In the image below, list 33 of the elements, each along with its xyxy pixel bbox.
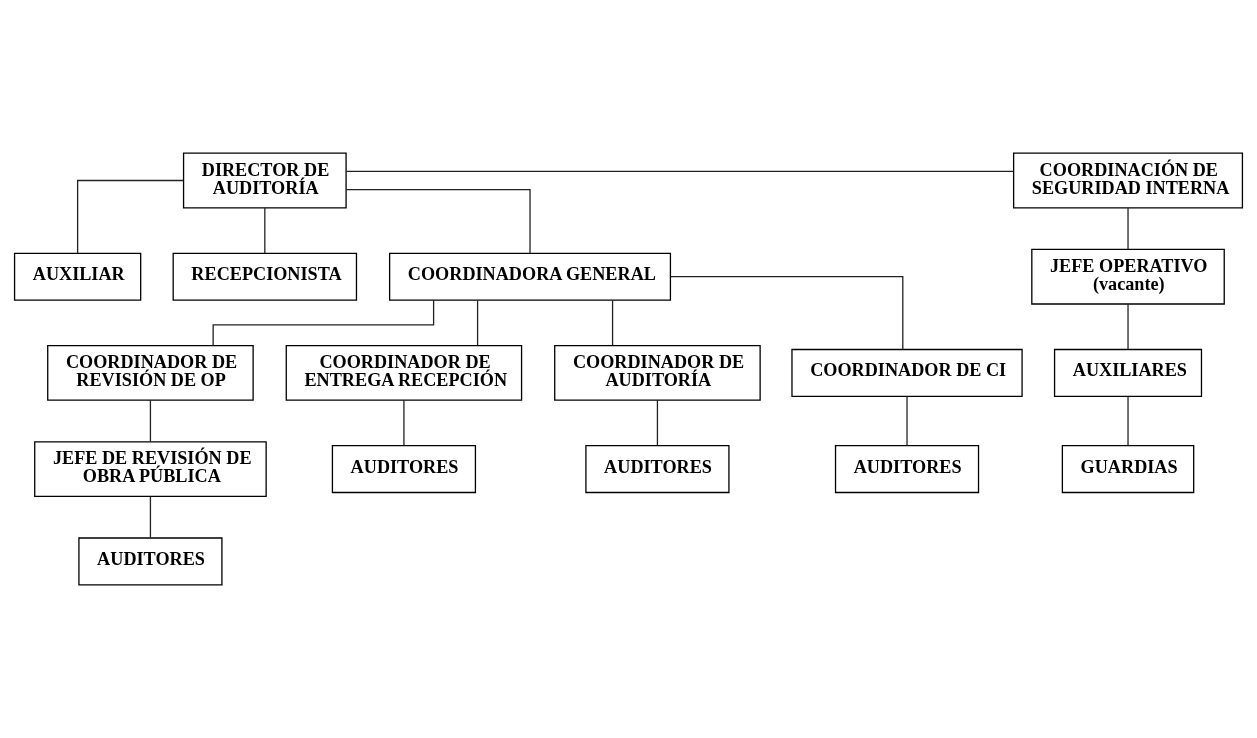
connector	[906, 396, 908, 447]
connector	[403, 399, 405, 446]
node-box: JEFE OPERATIVO (vacante)	[1031, 248, 1225, 305]
connector	[670, 276, 904, 350]
connector	[345, 170, 1014, 173]
node-box: AUDITORES	[78, 537, 223, 586]
node-box: DIRECTOR DE AUDITORÍA	[182, 152, 347, 209]
connector	[345, 188, 531, 254]
connector	[212, 299, 435, 347]
node-box: JEFE DE REVISIÓN DE OBRA PÚBLICA	[34, 441, 267, 498]
connector	[1127, 207, 1129, 250]
connector	[1127, 396, 1129, 447]
connector	[656, 399, 659, 446]
node-box: AUDITORES	[834, 445, 980, 494]
node-box: AUXILIAR	[13, 252, 142, 301]
node-box: AUXILIARES	[1053, 348, 1203, 397]
node-box: COORDINADOR DE AUDITORÍA	[554, 344, 761, 401]
node-box: COORDINADOR DE CI	[791, 348, 1023, 397]
node-box: AUDITORES	[331, 445, 477, 494]
connector	[264, 207, 266, 254]
node-box: RECEPCIONISTA	[172, 252, 358, 301]
connector	[149, 399, 152, 443]
node-box: AUDITORES	[585, 445, 730, 494]
connector	[76, 179, 184, 254]
node-box: COORDINADOR DE REVISIÓN DE OP	[47, 344, 254, 401]
connector	[1127, 303, 1129, 350]
node-box: GUARDIAS	[1061, 445, 1195, 494]
node-box: COORDINADORA GENERAL	[389, 252, 672, 301]
node-box: COORDINADOR DE ENTREGA RECEPCIÓN	[285, 344, 523, 401]
connector	[611, 299, 614, 346]
connector	[149, 496, 152, 539]
connector	[476, 299, 479, 346]
node-box: COORDINACIÓN DE SEGURIDAD INTERNA	[1013, 152, 1244, 209]
